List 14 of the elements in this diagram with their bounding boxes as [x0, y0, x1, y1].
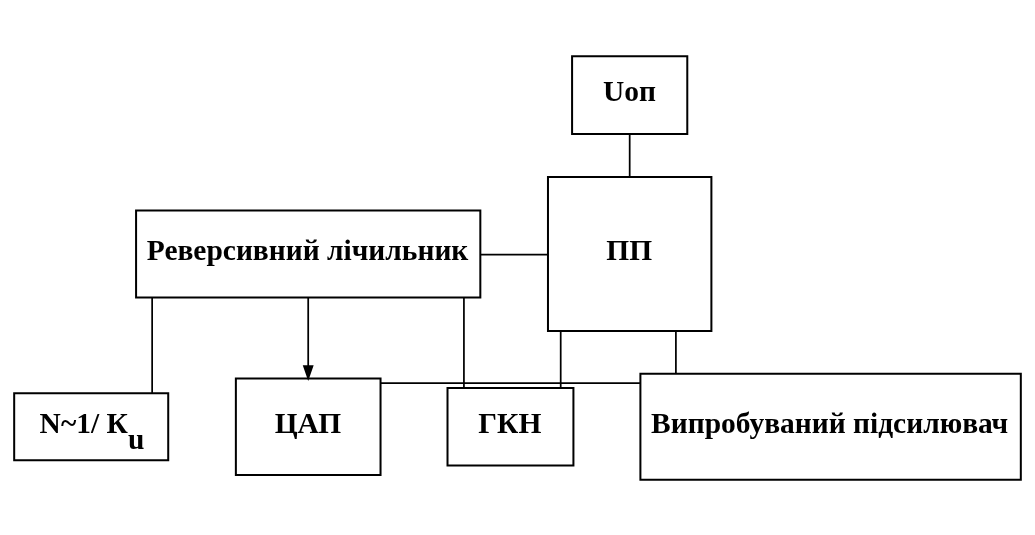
arrow — [302, 296, 314, 381]
connector — [479, 253, 549, 255]
connector — [675, 329, 677, 375]
node-box: Випробуваний підсилювач — [639, 372, 1022, 481]
node-box: ПП — [546, 175, 713, 332]
node-box: Uоп — [571, 54, 689, 135]
connector — [379, 381, 641, 384]
node-box: ГКН — [446, 386, 575, 467]
connector — [628, 133, 631, 178]
connector — [559, 329, 562, 388]
connector — [463, 296, 465, 389]
connector — [151, 296, 153, 394]
node-box: ЦАП — [234, 377, 382, 476]
node-box: Реверсивний лічильник — [135, 208, 482, 298]
